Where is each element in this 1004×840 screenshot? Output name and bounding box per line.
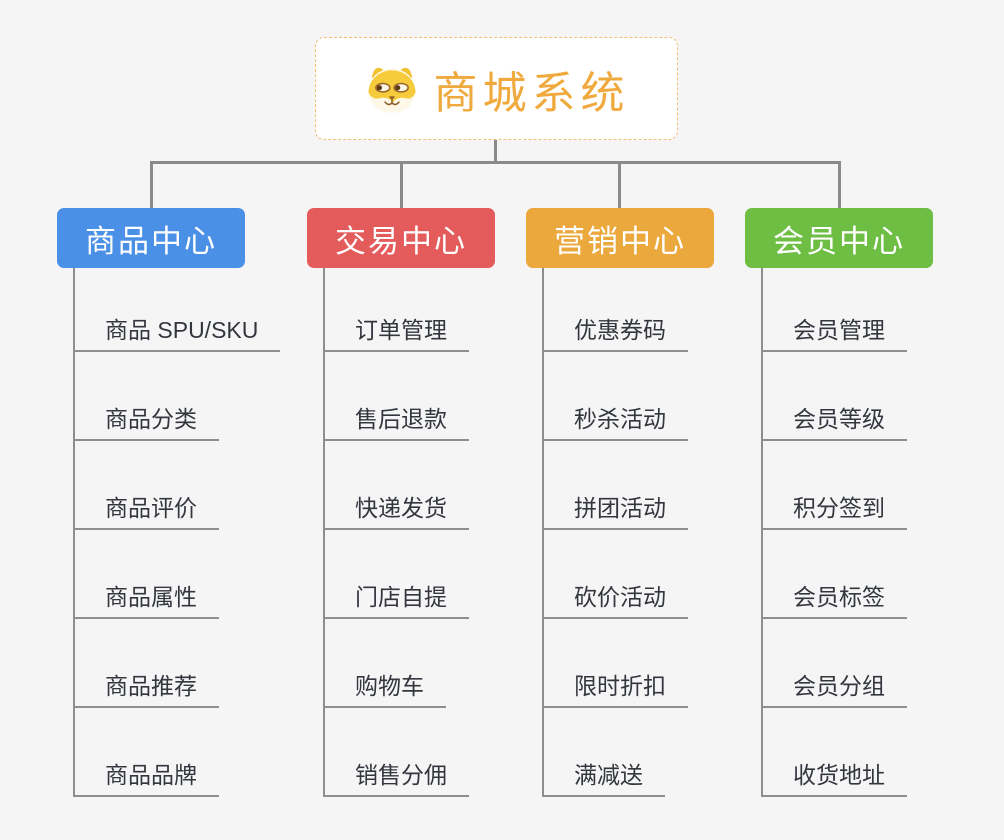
- connector-drop-trade: [400, 161, 403, 208]
- leaf-node[interactable]: 限时折扣: [542, 619, 688, 708]
- leaf-node[interactable]: 销售分佣: [323, 708, 469, 797]
- leaf-label: 拼团活动: [574, 495, 666, 521]
- leaf-label: 门店自提: [355, 584, 447, 610]
- connector-root-stub: [494, 139, 497, 164]
- dog-face-icon: [364, 62, 420, 116]
- leaf-node[interactable]: 秒杀活动: [542, 352, 688, 441]
- branch-trade-center[interactable]: 交易中心: [307, 208, 495, 268]
- leaf-node[interactable]: 会员等级: [761, 352, 907, 441]
- leaf-node[interactable]: 商品推荐: [73, 619, 219, 708]
- root-title: 商城系统: [433, 68, 630, 118]
- leaf-node[interactable]: 门店自提: [323, 530, 469, 619]
- leaf-label: 购物车: [355, 673, 424, 699]
- column-marketing-center: 优惠券码 秒杀活动 拼团活动 砍价活动 限时折扣 满减送: [542, 268, 688, 797]
- branch-marketing-center[interactable]: 营销中心: [526, 208, 714, 268]
- leaf-node[interactable]: 积分签到: [761, 441, 907, 530]
- leaf-label: 满减送: [574, 762, 643, 788]
- leaf-label: 积分签到: [793, 495, 885, 521]
- column-trade-center: 订单管理 售后退款 快递发货 门店自提 购物车 销售分佣: [323, 268, 469, 797]
- leaf-node[interactable]: 会员分组: [761, 619, 907, 708]
- branch-label: 会员中心: [773, 223, 905, 259]
- branch-label: 交易中心: [335, 223, 467, 259]
- leaf-node[interactable]: 购物车: [323, 619, 446, 708]
- leaf-label: 商品品牌: [105, 762, 197, 788]
- leaf-node[interactable]: 商品品牌: [73, 708, 219, 797]
- connector-trunk: [150, 161, 841, 164]
- leaf-label: 售后退款: [355, 406, 447, 432]
- leaf-node[interactable]: 拼团活动: [542, 441, 688, 530]
- leaf-label: 商品属性: [105, 584, 197, 610]
- leaf-node[interactable]: 会员管理: [761, 268, 907, 352]
- column-member-center: 会员管理 会员等级 积分签到 会员标签 会员分组 收货地址: [761, 268, 907, 797]
- leaf-label: 会员等级: [793, 406, 885, 432]
- branch-product-center[interactable]: 商品中心: [57, 208, 245, 268]
- column-product-center: 商品 SPU/SKU 商品分类 商品评价 商品属性 商品推荐 商品品牌: [73, 268, 281, 797]
- leaf-label: 会员管理: [793, 317, 885, 343]
- leaf-node[interactable]: 订单管理: [323, 268, 469, 352]
- leaf-label: 限时折扣: [574, 673, 666, 699]
- root-node[interactable]: 商城系统: [315, 37, 678, 140]
- leaf-node[interactable]: 砍价活动: [542, 530, 688, 619]
- leaf-label: 订单管理: [355, 317, 447, 343]
- leaf-node[interactable]: 商品属性: [73, 530, 219, 619]
- leaf-node[interactable]: 会员标签: [761, 530, 907, 619]
- leaf-node[interactable]: 商品评价: [73, 441, 219, 530]
- branch-label: 商品中心: [85, 223, 217, 259]
- leaf-label: 会员标签: [793, 584, 885, 610]
- connector-drop-marketing: [618, 161, 621, 208]
- leaf-label: 商品分类: [105, 406, 197, 432]
- leaf-label: 销售分佣: [355, 762, 447, 788]
- leaf-label: 商品评价: [105, 495, 197, 521]
- leaf-label: 砍价活动: [574, 584, 666, 610]
- leaf-label: 商品推荐: [105, 673, 197, 699]
- leaf-node[interactable]: 快递发货: [323, 441, 469, 530]
- leaf-label: 快递发货: [355, 495, 447, 521]
- leaf-node[interactable]: 商品分类: [73, 352, 219, 441]
- leaf-label: 收货地址: [793, 762, 885, 788]
- leaf-node[interactable]: 收货地址: [761, 708, 907, 797]
- leaf-label: 优惠券码: [574, 317, 666, 343]
- connector-drop-member: [838, 161, 841, 208]
- leaf-label: 商品 SPU/SKU: [105, 317, 259, 343]
- leaf-node[interactable]: 售后退款: [323, 352, 469, 441]
- leaf-label: 会员分组: [793, 673, 885, 699]
- connector-drop-product: [150, 161, 153, 208]
- leaf-node[interactable]: 满减送: [542, 708, 665, 797]
- leaf-label: 秒杀活动: [574, 406, 666, 432]
- branch-member-center[interactable]: 会员中心: [745, 208, 933, 268]
- branch-label: 营销中心: [554, 223, 686, 259]
- leaf-node[interactable]: 优惠券码: [542, 268, 688, 352]
- leaf-node[interactable]: 商品 SPU/SKU: [73, 268, 281, 352]
